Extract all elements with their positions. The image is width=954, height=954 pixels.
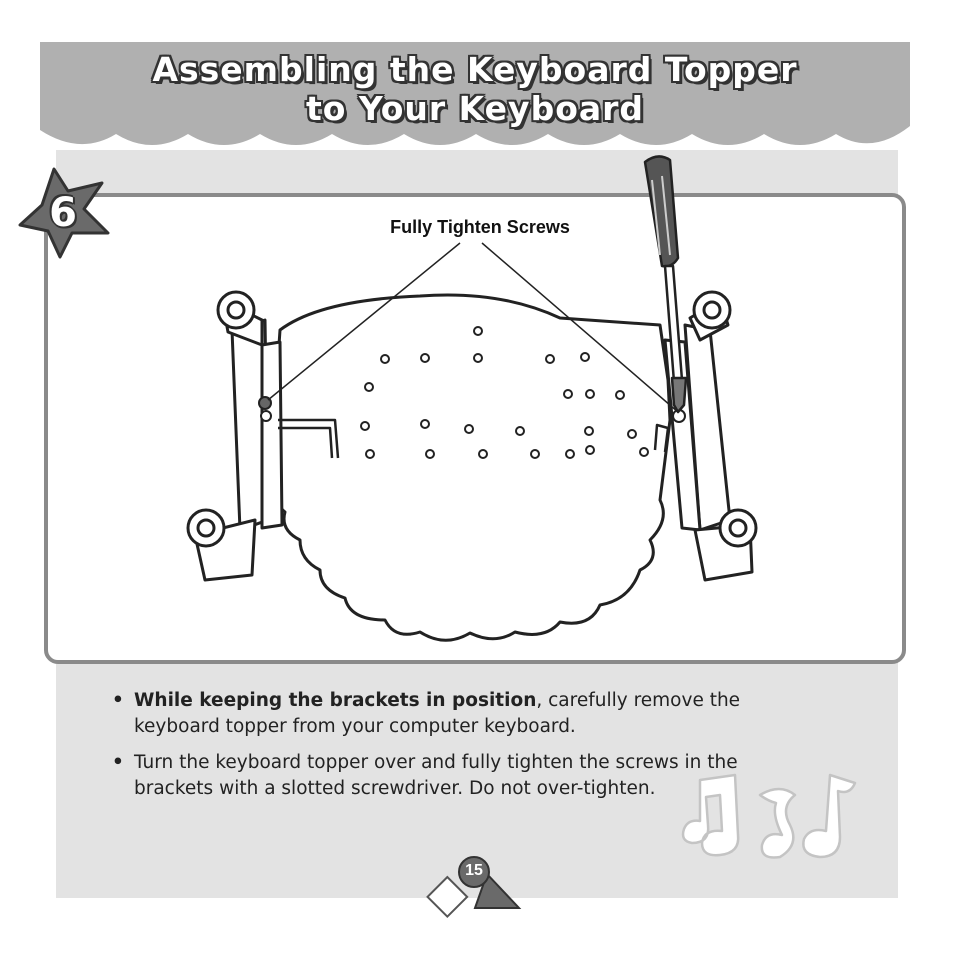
instruction-text: Turn the keyboard topper over and fully … xyxy=(134,752,738,799)
instruction-item: • Turn the keyboard topper over and fully… xyxy=(112,750,812,802)
page-number-shapes-icon xyxy=(426,856,522,919)
music-notes-icon xyxy=(681,773,857,859)
instruction-list: • While keeping the brackets in position,… xyxy=(112,688,812,812)
wheel-icon xyxy=(186,508,226,548)
bullet-icon: • xyxy=(112,752,124,773)
screw-icon xyxy=(258,396,686,423)
bullet-icon: • xyxy=(112,690,124,711)
instruction-item: • While keeping the brackets in position,… xyxy=(112,688,812,740)
callout-lines xyxy=(267,242,679,413)
peg-holes xyxy=(360,326,649,459)
wheel-icon xyxy=(216,290,256,330)
instruction-text: , carefully remove the keyboard topper f… xyxy=(134,690,741,737)
keyboard-topper-illustration xyxy=(186,155,758,642)
step-star-icon xyxy=(18,167,110,259)
page-title-line-1: Assembling the Keyboard Topper xyxy=(152,50,798,89)
wheel-icon xyxy=(718,508,758,548)
screwdriver-icon xyxy=(643,155,688,414)
callout-label: Fully Tighten Screws xyxy=(390,217,570,237)
page-number: 15 xyxy=(465,862,483,879)
header-banner xyxy=(40,42,910,145)
step-number: 6 xyxy=(49,190,77,236)
instruction-emphasis: While keeping the brackets in position xyxy=(134,690,537,711)
page-title-line-2: to Your Keyboard xyxy=(305,89,645,128)
topper-outline xyxy=(272,293,672,642)
wheel-icon xyxy=(692,290,732,330)
